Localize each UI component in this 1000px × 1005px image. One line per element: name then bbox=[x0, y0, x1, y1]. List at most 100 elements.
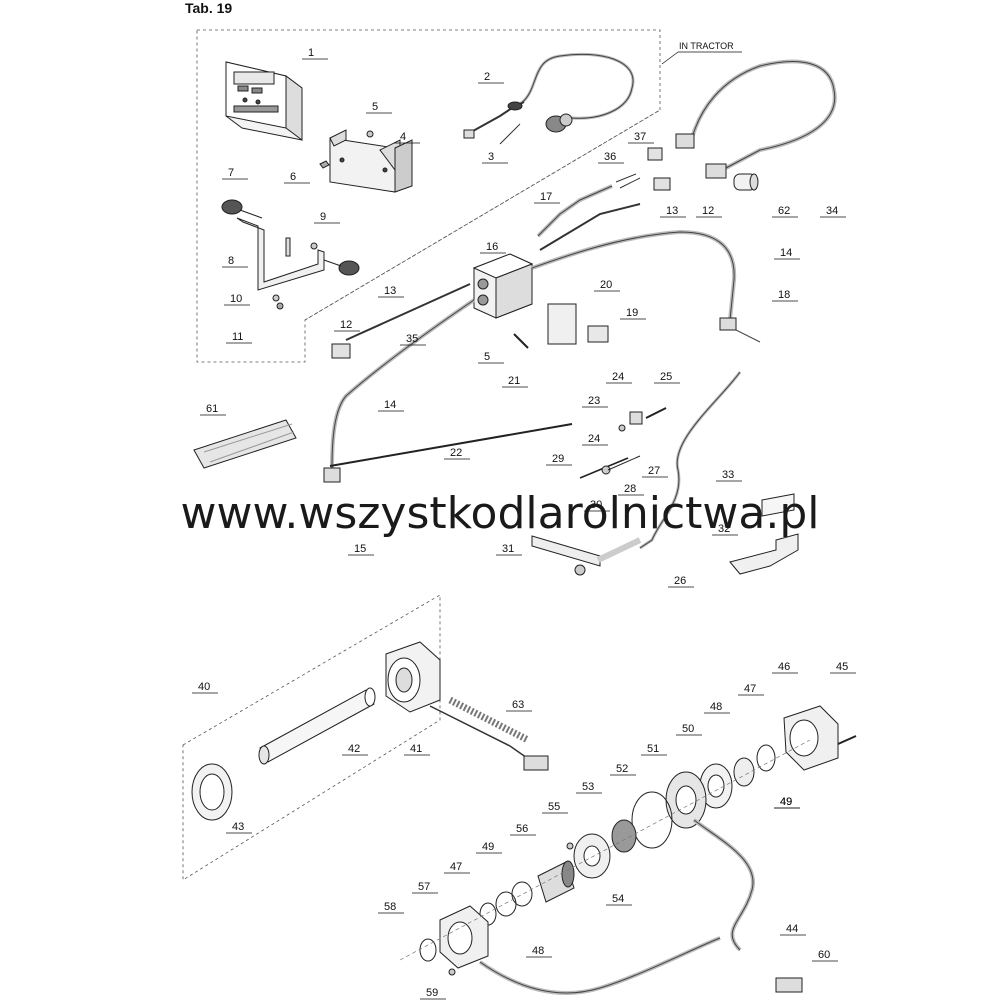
part-callout-14: 14 bbox=[780, 247, 792, 259]
cable-sleeve-part bbox=[193, 419, 297, 469]
part-callout-55: 55 bbox=[548, 801, 560, 813]
relay-part bbox=[587, 325, 609, 343]
part-callout-13: 13 bbox=[666, 205, 678, 217]
part-callout-47: 47 bbox=[450, 861, 462, 873]
part-callout-18: 18 bbox=[778, 289, 790, 301]
part-callout-60: 60 bbox=[818, 949, 830, 961]
part-callout-12: 12 bbox=[340, 319, 352, 331]
part-callout-51: 51 bbox=[647, 743, 659, 755]
cable-45-part bbox=[837, 735, 857, 745]
part-callout-56: 56 bbox=[516, 823, 528, 835]
part-callout-13: 13 bbox=[384, 285, 396, 297]
part-callout-46: 46 bbox=[778, 661, 790, 673]
part-callout-34: 34 bbox=[826, 205, 838, 217]
part-callout-17: 17 bbox=[540, 191, 552, 203]
in-tractor-group-border bbox=[196, 29, 661, 363]
nut-part bbox=[319, 160, 330, 169]
part-callout-12: 12 bbox=[702, 205, 714, 217]
part-callout-5: 5 bbox=[484, 351, 490, 363]
cable-26-part bbox=[639, 371, 742, 550]
bracket-plate-part bbox=[329, 129, 413, 193]
screw-59-part bbox=[448, 968, 456, 976]
cable-63-part bbox=[429, 696, 549, 771]
part-callout-58: 58 bbox=[384, 901, 396, 913]
part-callout-48: 48 bbox=[532, 945, 544, 957]
junction-box-part bbox=[472, 253, 534, 319]
part-callout-30: 30 bbox=[590, 499, 602, 511]
part-callout-41: 41 bbox=[410, 743, 422, 755]
part-callout-7: 7 bbox=[228, 167, 234, 179]
part-callout-49: 49 bbox=[482, 841, 494, 853]
part-callout-36: 36 bbox=[604, 151, 616, 163]
part-callout-50: 50 bbox=[682, 723, 694, 735]
part-callout-2: 2 bbox=[484, 71, 490, 83]
control-box-part bbox=[225, 61, 303, 141]
bracket-32-part bbox=[729, 533, 799, 575]
ring-58-part bbox=[419, 938, 437, 962]
part-callout-33: 33 bbox=[722, 469, 734, 481]
ring-49-part bbox=[511, 881, 533, 907]
in-tractor-label: IN TRACTOR bbox=[679, 41, 734, 51]
part-callout-20: 20 bbox=[600, 279, 612, 291]
signal-cable-part bbox=[675, 59, 837, 179]
part-callout-27: 27 bbox=[648, 465, 660, 477]
screw-21-part bbox=[513, 333, 529, 349]
part-callout-57: 57 bbox=[418, 881, 430, 893]
part-callout-43: 43 bbox=[232, 821, 244, 833]
part-callout-3: 3 bbox=[488, 151, 494, 163]
part-callout-28: 28 bbox=[624, 483, 636, 495]
relay-board-part bbox=[547, 303, 577, 345]
ring-48-lower-part bbox=[495, 891, 517, 917]
o-ring-52-part bbox=[631, 791, 673, 849]
part-callout-40: 40 bbox=[198, 681, 210, 693]
assembly-axis bbox=[399, 739, 811, 961]
screw-55-part bbox=[566, 842, 574, 850]
part-callout-4: 4 bbox=[400, 131, 406, 143]
cable-44-part bbox=[692, 818, 756, 952]
tractor-power-cable-part bbox=[463, 52, 635, 145]
shaft-42-part bbox=[258, 687, 376, 765]
part-callout-31: 31 bbox=[502, 543, 514, 555]
page-title: Tab. 19 bbox=[185, 0, 233, 16]
part-callout-54: 54 bbox=[612, 893, 624, 905]
part-callout-24: 24 bbox=[588, 433, 600, 445]
part-callout-5: 5 bbox=[372, 101, 378, 113]
part-callout-35: 35 bbox=[406, 333, 418, 345]
part-callout-15: 15 bbox=[354, 543, 366, 555]
rod-22-part bbox=[329, 423, 573, 467]
part-callout-45: 45 bbox=[836, 661, 848, 673]
motor-housing-41-part bbox=[385, 641, 441, 713]
part-callout-10: 10 bbox=[230, 293, 242, 305]
part-callout-16: 16 bbox=[486, 241, 498, 253]
part-callout-22: 22 bbox=[450, 447, 462, 459]
ring-47-part bbox=[756, 744, 776, 772]
part-callout-44: 44 bbox=[786, 923, 798, 935]
part-callout-48: 48 bbox=[710, 701, 722, 713]
cap-62-part bbox=[733, 173, 759, 191]
part-callout-59: 59 bbox=[426, 987, 438, 999]
nut-43-part bbox=[191, 763, 233, 821]
part-callout-25: 25 bbox=[660, 371, 672, 383]
part-callout-21: 21 bbox=[508, 375, 520, 387]
part-callout-11: 11 bbox=[232, 331, 243, 343]
part-callout-42: 42 bbox=[348, 743, 360, 755]
connector-60-part bbox=[775, 977, 803, 993]
part-callout-24: 24 bbox=[612, 371, 624, 383]
connector-12-left-part bbox=[331, 343, 351, 359]
cable-14-left-part bbox=[330, 298, 476, 469]
motor-group-border bbox=[182, 594, 441, 881]
cable-13-part bbox=[539, 203, 641, 251]
u-bracket-assembly bbox=[221, 199, 360, 310]
ring-48-part bbox=[733, 757, 755, 787]
sensor-15-part bbox=[323, 467, 341, 483]
part-callout-8: 8 bbox=[228, 255, 234, 267]
part-callout-62: 62 bbox=[778, 205, 790, 217]
cable-35-part bbox=[345, 283, 471, 341]
part-callout-49: 49 bbox=[780, 796, 792, 808]
part-callout-6: 6 bbox=[290, 171, 296, 183]
part-callout-19: 19 bbox=[626, 307, 638, 319]
plate-33-part bbox=[761, 493, 795, 517]
part-callout-63: 63 bbox=[512, 699, 524, 711]
connector-12-part bbox=[653, 177, 671, 191]
